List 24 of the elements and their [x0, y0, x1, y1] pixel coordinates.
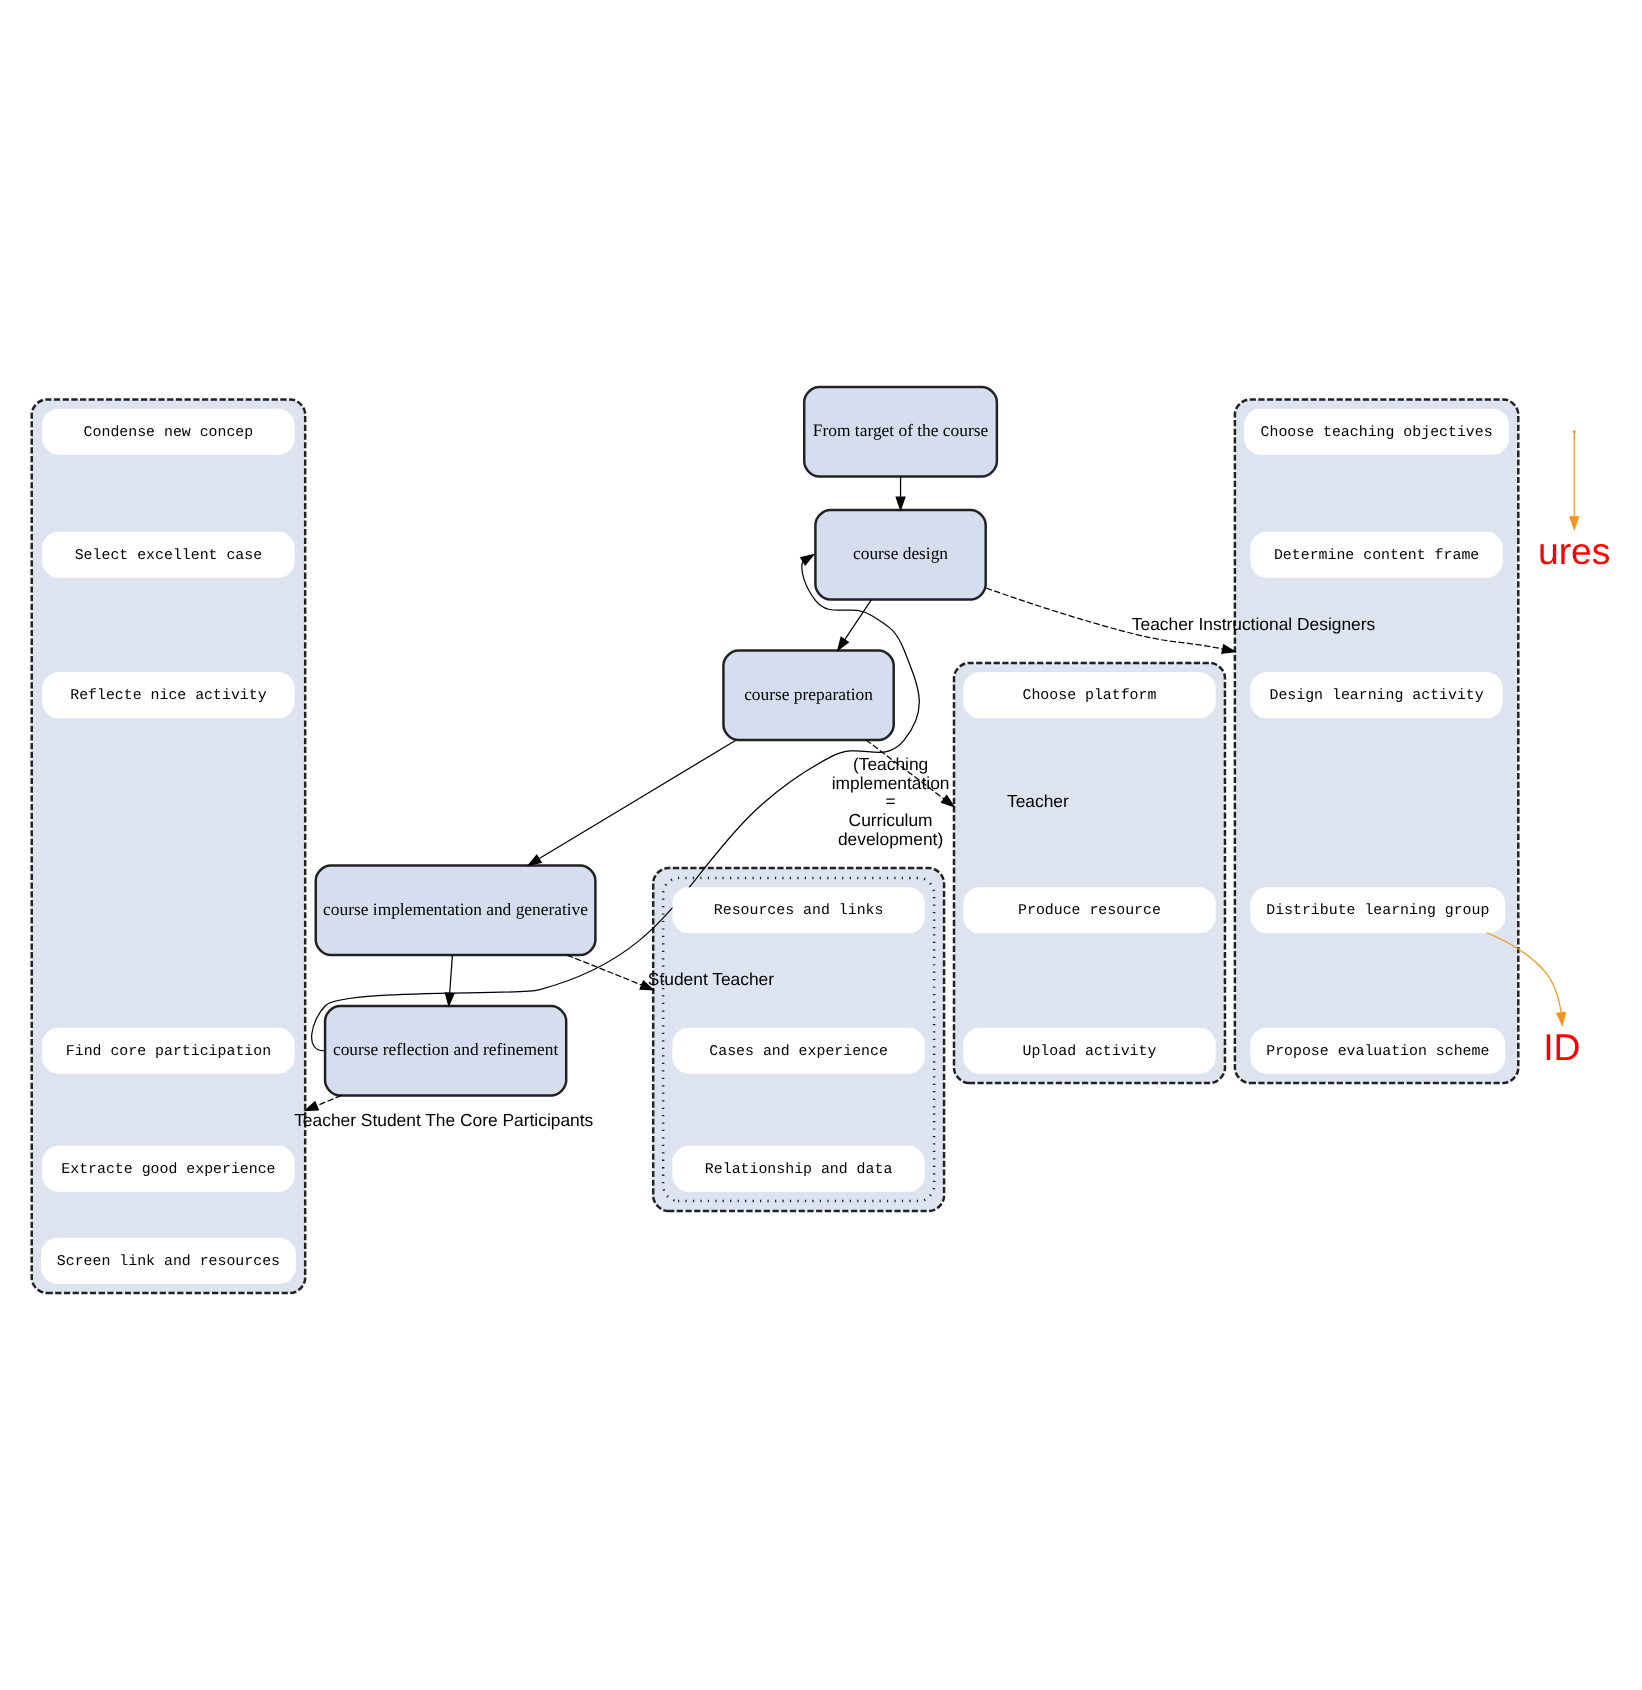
edge-label: Student Teacher [647, 969, 775, 990]
node-box: course preparation [722, 649, 895, 742]
node-text: ures [1538, 530, 1611, 573]
edge-label: Teacher Student The Core Participants [294, 1109, 594, 1130]
arrow [985, 587, 1237, 654]
arrow [303, 1094, 342, 1112]
arrow [1486, 932, 1567, 1028]
edge-label: Teacher [1006, 791, 1069, 812]
node-box: From target of the course [802, 385, 999, 478]
node-box: course design [814, 508, 987, 601]
cluster [952, 661, 1227, 1085]
node-box: course implementation and generative [314, 864, 597, 957]
arrow [895, 475, 906, 512]
node-text: ID [1543, 1026, 1581, 1069]
node-box: course reflection and refinement [323, 1004, 568, 1097]
arrow [566, 954, 655, 991]
arrow [1569, 432, 1580, 532]
arrow [444, 954, 455, 1008]
arrow [311, 553, 920, 1052]
arrow [836, 599, 873, 652]
edge-label: Teacher Instructional Designers [1131, 613, 1376, 634]
arrow [865, 739, 956, 808]
arrow [526, 739, 737, 867]
edge-label: (Teaching implementation = Curriculum development) [831, 754, 950, 849]
